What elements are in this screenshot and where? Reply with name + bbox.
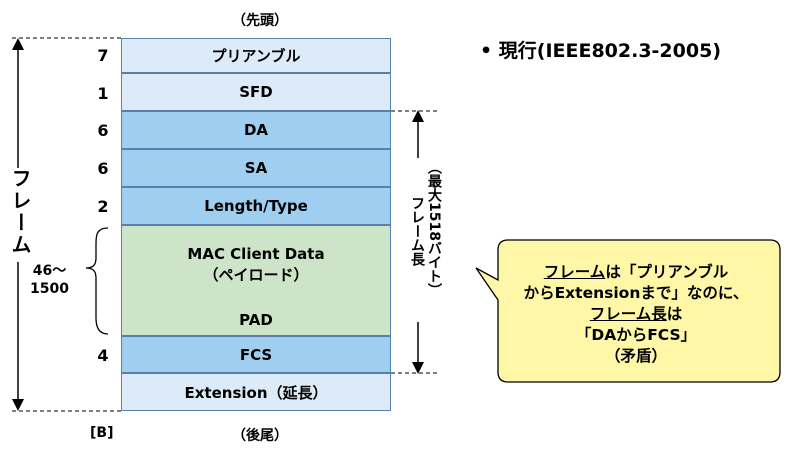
- head-label: （先頭）: [232, 13, 288, 29]
- size-length-type: 2: [97, 197, 109, 216]
- payload-range-label: 46～ 1500: [30, 263, 69, 297]
- max-length-label: （最大1518バイト）: [426, 160, 442, 297]
- size-preamble: 7: [97, 46, 109, 65]
- field-extension: Extension（延長）: [121, 373, 391, 411]
- frame-label: フレーム: [8, 168, 32, 256]
- callout-line-5: （矛盾）: [604, 347, 667, 365]
- callout-line-3: フレーム長は: [589, 305, 683, 323]
- payload-brace: [85, 227, 109, 335]
- callout-line-4: 「DAからFCS」: [575, 326, 697, 344]
- field-da: DA: [121, 111, 391, 149]
- size-sa: 6: [97, 159, 109, 178]
- tail-label: （後尾）: [232, 428, 288, 444]
- field-sa: SA: [121, 149, 391, 187]
- unit-label: [B]: [90, 425, 114, 441]
- current-standard-label: • 現行(IEEE802.3-2005): [480, 40, 721, 62]
- field-pad: PAD: [121, 304, 391, 336]
- field-fcs: FCS: [121, 336, 391, 373]
- callout-text: フレームは「プリアンブル からExtensionまで」なのに、 フレーム長は 「…: [512, 262, 760, 367]
- field-sfd: SFD: [121, 73, 391, 111]
- size-da: 6: [97, 121, 109, 140]
- field-length-type: Length/Type: [121, 187, 391, 225]
- field-preamble: プリアンブル: [121, 38, 391, 73]
- callout-line-2: からExtensionまで」なのに、: [523, 284, 749, 302]
- size-fcs: 4: [97, 346, 109, 365]
- callout-line-1: フレームは「プリアンブル: [543, 263, 729, 281]
- callout-bubble: [475, 239, 781, 383]
- size-sfd: 1: [97, 84, 109, 103]
- frame-length-label: フレーム長: [409, 196, 425, 266]
- field-mac-client-data: MAC Client Data （ペイロード）: [121, 225, 391, 305]
